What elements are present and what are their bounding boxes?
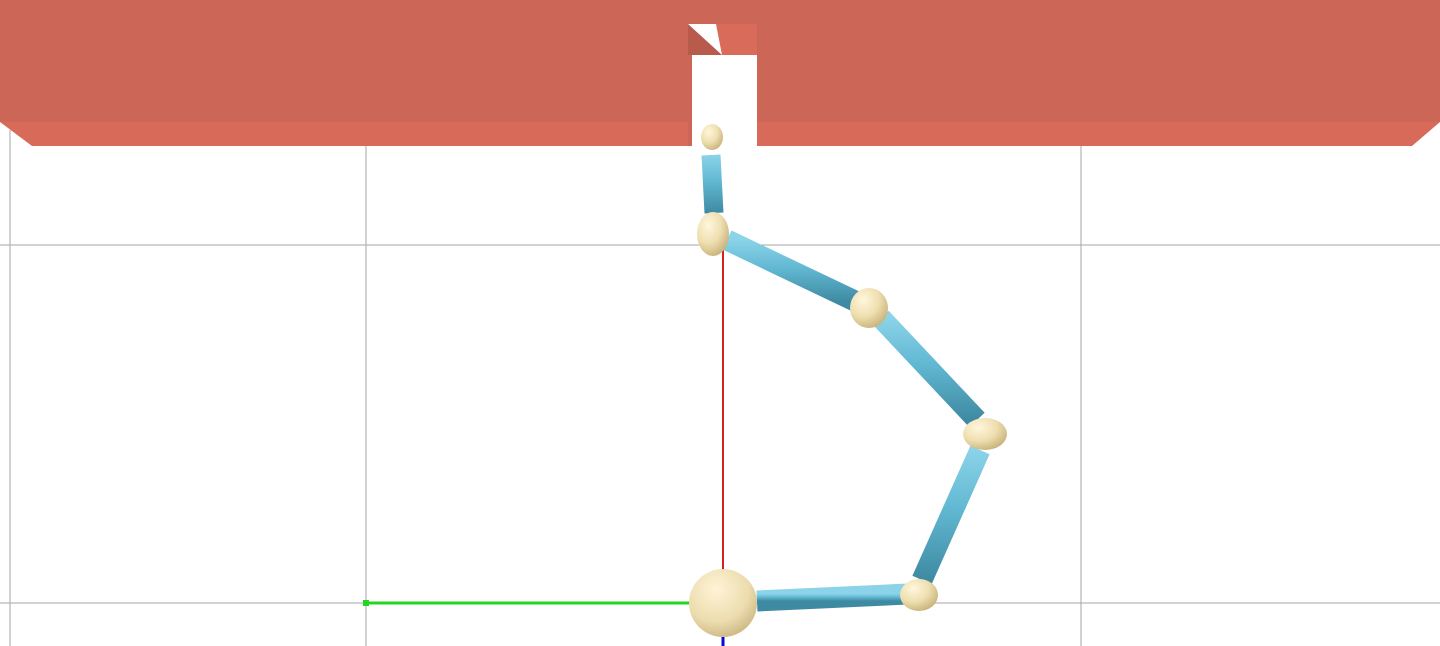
link-2 [912,445,990,585]
wall-left-bottom [0,122,688,146]
end-effector-joint [701,124,723,150]
robot-arm[interactable] [689,124,1007,637]
joint-4 [850,288,888,328]
joint-5 [697,212,729,256]
link-1 [756,583,909,612]
base-joint [689,569,757,637]
red-wall-with-slot [0,0,1440,147]
link-3 [873,310,985,428]
link-4 [722,230,862,312]
wall-left-front [0,0,688,122]
slot-side-face [688,24,722,55]
link-5 [701,154,724,214]
slot-back-face [716,24,757,55]
wall-right-bottom [757,122,1440,146]
y-axis-tip [363,600,369,606]
coordinate-axes [363,250,725,646]
wall-right-front [757,0,1440,122]
slot-top-face [688,0,757,24]
joint-2 [900,579,938,611]
joint-3 [963,418,1007,450]
